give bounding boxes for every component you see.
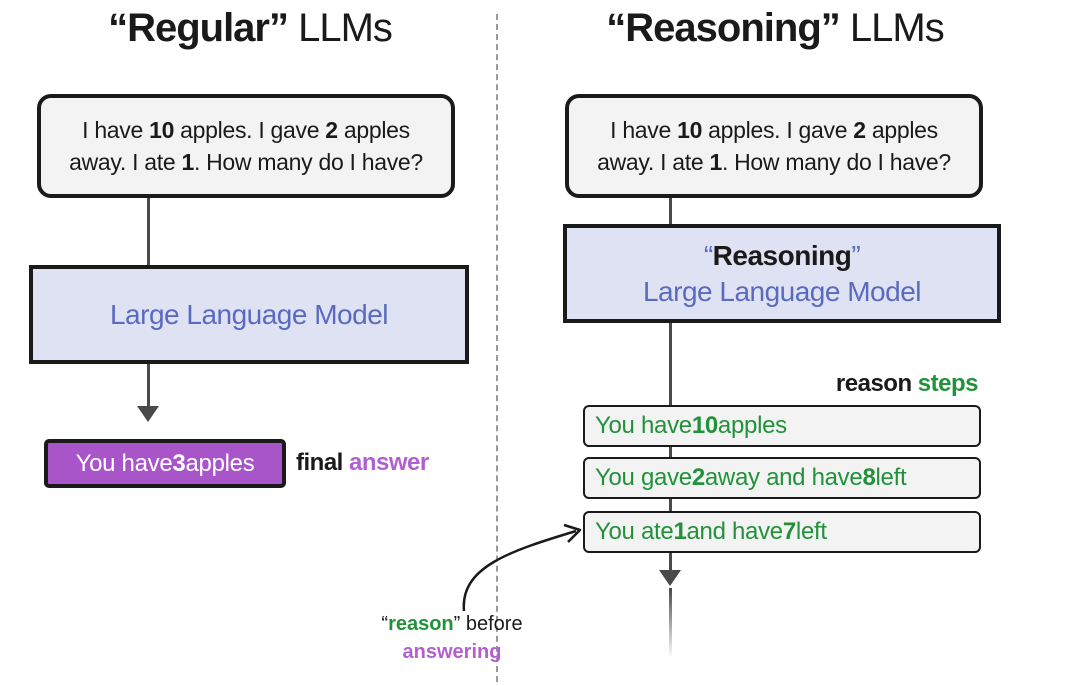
prompt-text: I have 10 apples. I gave 2 apples away. … [597,117,951,175]
reason-before-answering-note: “reason” before answering [381,613,523,663]
reason-step-2: You gave 2 away and have 8 left [583,457,981,499]
heading-bold: “Regular” [108,6,289,50]
column-divider [496,14,498,682]
heading-bold: “Reasoning” [606,6,840,50]
heading-rest: LLMs [288,6,393,50]
model-label: Large Language Model [109,298,389,330]
reason-step-1: You have 10 apples [583,405,981,447]
model-label: Large Language Model [642,275,922,307]
prompt-text: I have 10 apples. I gave 2 apples away. … [69,117,423,175]
right-arrow-head [659,570,681,586]
heading-rest: LLMs [839,6,945,50]
regular-llms-heading: “Regular” LLMs [60,6,440,51]
final-answer-box: You have 3 apples [44,439,286,488]
left-connector-top [147,198,150,266]
left-prompt-box: I have 10 apples. I gave 2 apples away. … [37,94,455,198]
left-connector-bottom [147,364,150,408]
reason-steps-label: reason steps [835,370,979,397]
reasoning-llms-heading: “Reasoning” LLMs [560,6,990,51]
reason-step-3: You ate 1 and have 7 left [583,511,981,553]
curved-annotation-arrow [462,523,582,612]
right-faded-continuation [669,588,672,658]
left-model-box: Large Language Model [29,265,469,364]
reasoning-model-box: “Reasoning” Large Language Model [563,224,1001,323]
right-connector-top [669,198,672,225]
right-prompt-box: I have 10 apples. I gave 2 apples away. … [565,94,983,198]
left-arrow-head [137,406,159,422]
final-answer-label: final answer [296,449,429,476]
reasoning-title: “Reasoning” [703,239,861,271]
